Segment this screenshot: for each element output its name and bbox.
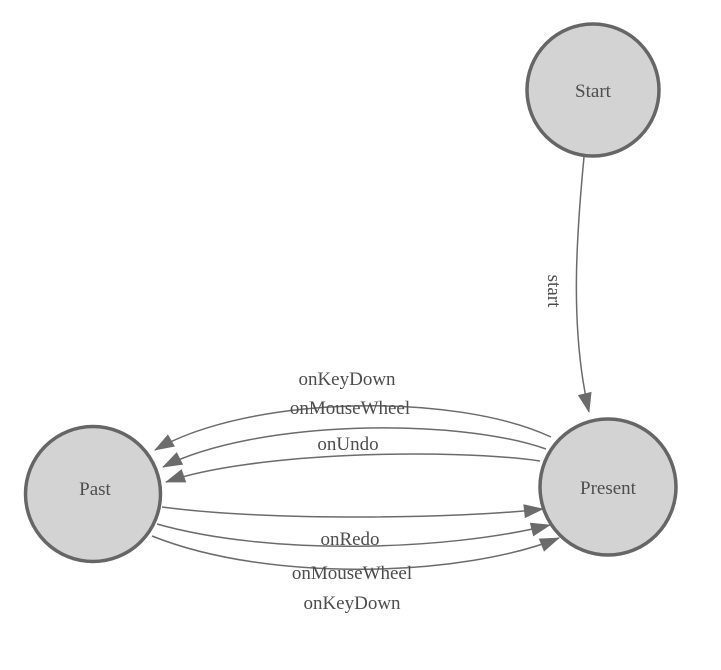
edge-past-to-present-onkeydown [151, 535, 560, 571]
edge-label-onkeydown-bottom: onKeyDown [303, 593, 401, 614]
state-node-present-label: Present [580, 478, 637, 499]
state-node-start-label: Start [575, 81, 612, 102]
state-node-present [538, 417, 678, 557]
edge-present-to-past-onundo [165, 453, 541, 483]
edge-label-start: start [543, 275, 564, 308]
edge-label-onkeydown-top: onKeyDown [298, 369, 396, 390]
state-node-past-label: Past [79, 479, 111, 500]
edge-label-onundo: onUndo [317, 434, 378, 455]
state-node-start [525, 22, 661, 158]
edge-present-to-past-onkeydown [154, 405, 552, 451]
edge-present-to-past-onmousewheel [162, 427, 547, 468]
edge-past-to-present-onredo [161, 504, 544, 519]
edge-start-to-present [575, 156, 592, 413]
edge-label-onmousewheel-bottom: onMouseWheel [292, 563, 412, 584]
edge-label-onmousewheel-top: onMouseWheel [290, 398, 410, 419]
state-node-past [23, 424, 163, 564]
edge-label-onredo: onRedo [320, 529, 379, 550]
edge-past-to-present-onmousewheel [156, 522, 551, 548]
